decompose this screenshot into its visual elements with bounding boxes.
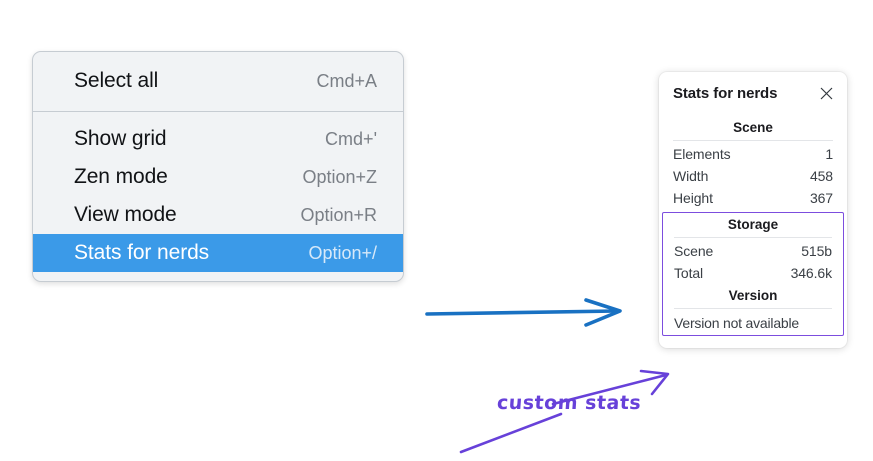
stat-value: 346.6k: [790, 265, 833, 281]
menu-item-zen-mode[interactable]: Zen mode Option+Z: [33, 158, 403, 196]
stat-value: 515b: [801, 243, 832, 259]
menu-item-label: Show grid: [74, 127, 167, 150]
section-divider: [673, 140, 833, 141]
stat-row-height: Height 367: [673, 187, 833, 209]
section-divider: [674, 237, 832, 238]
stat-value: 458: [809, 168, 833, 184]
stat-row-storage-scene: Scene 515b: [674, 240, 832, 262]
stat-label: Total: [674, 265, 704, 281]
menu-item-show-grid[interactable]: Show grid Cmd+': [33, 120, 403, 158]
stats-section-scene: Scene Elements 1 Width 458 Height 367: [659, 116, 847, 209]
stat-label: Height: [673, 190, 713, 206]
menu-item-stats-for-nerds[interactable]: Stats for nerds Option+/: [33, 234, 403, 272]
menu-item-label: View mode: [74, 203, 177, 226]
blue-arrow: [425, 298, 622, 327]
section-title: Version: [728, 288, 778, 303]
stat-label: Width: [673, 168, 709, 184]
stat-row-width: Width 458: [673, 165, 833, 187]
menu-item-view-mode[interactable]: View mode Option+R: [33, 196, 403, 234]
stats-panel-header: Stats for nerds: [659, 85, 847, 102]
section-title: Storage: [727, 217, 779, 232]
stat-row-elements: Elements 1: [673, 143, 833, 165]
handwritten-annotation-label: custom stats: [496, 392, 643, 414]
stat-value: 367: [809, 190, 833, 206]
stat-label: Scene: [674, 243, 714, 259]
context-menu[interactable]: Select all Cmd+A Show grid Cmd+' Zen mod…: [32, 51, 404, 282]
stats-custom-section: Storage Scene 515b Total 346.6k Version …: [662, 212, 844, 336]
menu-item-label: Stats for nerds: [74, 241, 210, 264]
section-title: Scene: [733, 120, 773, 135]
stats-for-nerds-panel: Stats for nerds Scene Elements 1 Width 4…: [659, 72, 847, 348]
stats-panel-title: Stats for nerds: [673, 85, 778, 102]
menu-item-shortcut: Option+/: [308, 242, 377, 263]
version-note: Version not available: [674, 315, 799, 331]
stat-value: 1: [825, 146, 833, 162]
stat-row-storage-total: Total 346.6k: [674, 262, 832, 284]
section-divider: [674, 308, 832, 309]
purple-underline-stroke: [459, 412, 563, 454]
stat-label: Elements: [673, 146, 731, 162]
menu-item-shortcut: Cmd+A: [316, 70, 377, 91]
menu-item-label: Select all: [74, 69, 159, 92]
menu-item-select-all[interactable]: Select all Cmd+A: [33, 62, 403, 100]
menu-group-2: Show grid Cmd+' Zen mode Option+Z View m…: [33, 111, 403, 281]
close-icon[interactable]: [818, 86, 834, 102]
menu-item-shortcut: Option+R: [300, 204, 377, 225]
menu-group-1: Select all Cmd+A: [33, 52, 403, 111]
menu-item-shortcut: Cmd+': [325, 128, 377, 149]
menu-item-shortcut: Option+Z: [302, 166, 377, 187]
menu-item-label: Zen mode: [74, 165, 168, 188]
